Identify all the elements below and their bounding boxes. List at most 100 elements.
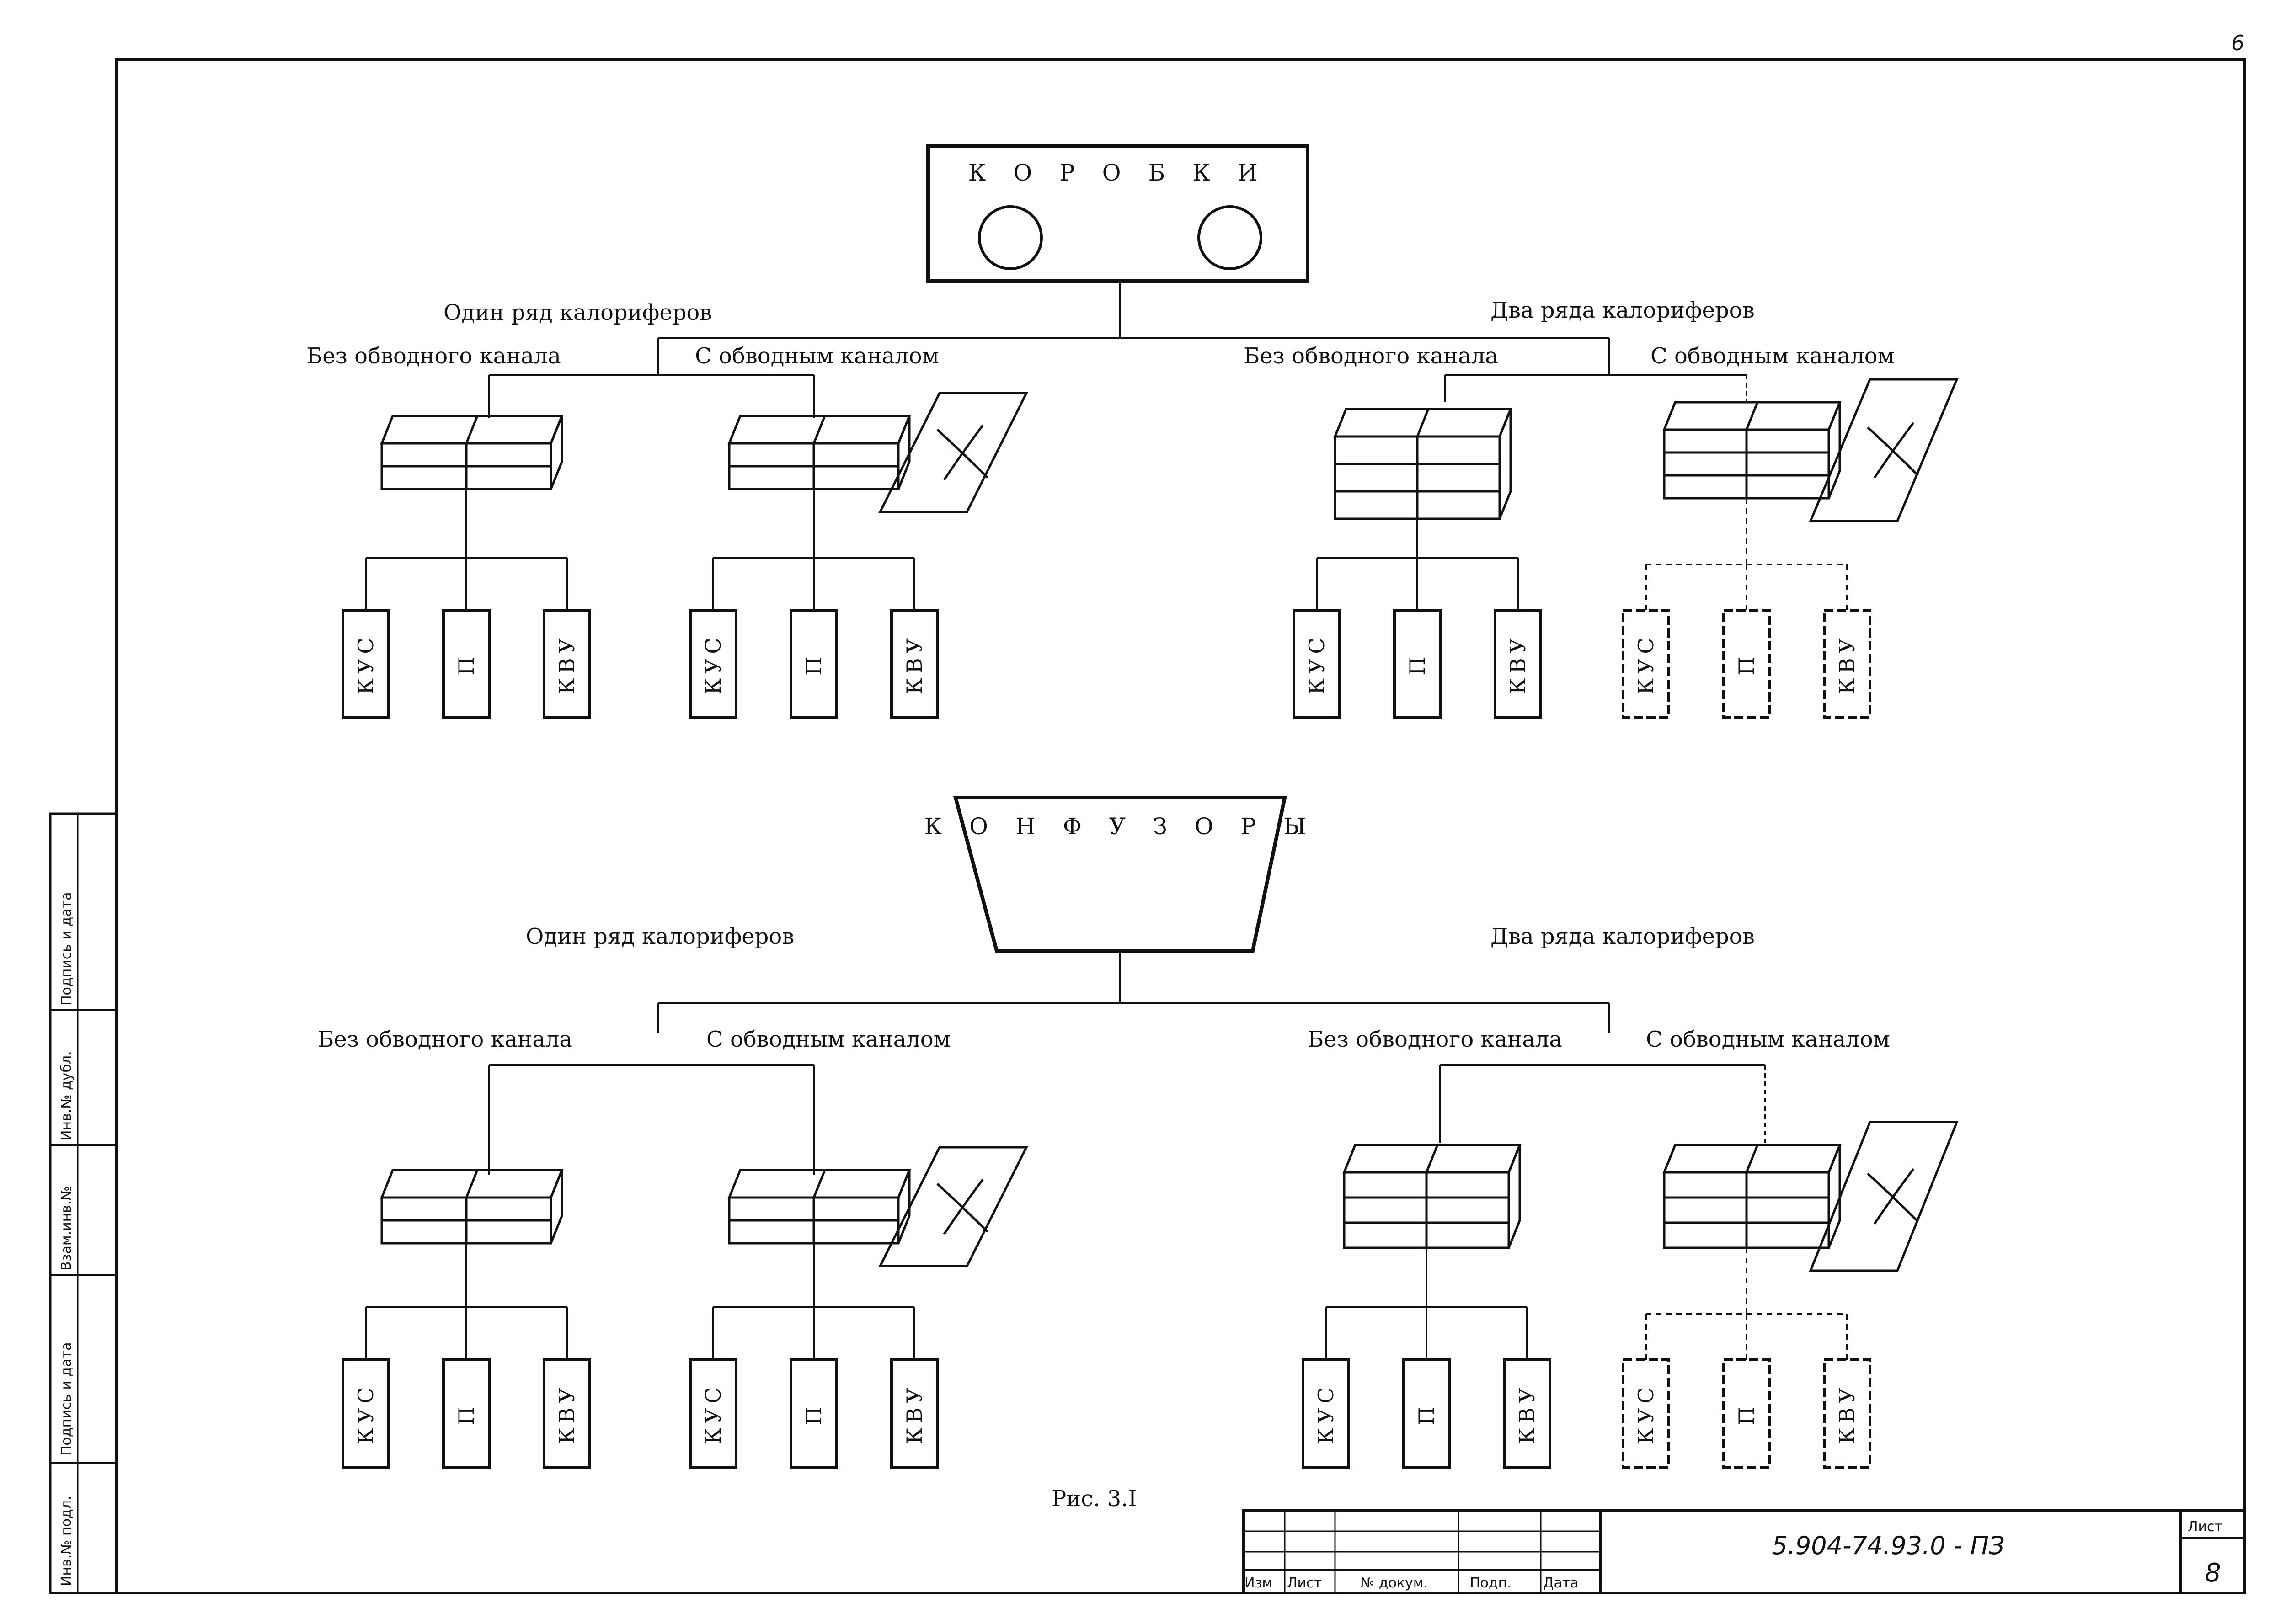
tb-col-dokum: № докум.	[1360, 1575, 1428, 1591]
korobki-variant-label-2: С обводным каналом	[695, 343, 939, 369]
figure-caption: Рис. 3.I	[1052, 1486, 1137, 1512]
leaf-box-p	[790, 609, 838, 719]
heater-top-divider	[465, 1170, 479, 1198]
leaf-label-kvu: КВУ	[555, 1383, 579, 1444]
leaf-box-kvu	[543, 609, 591, 719]
leaf-label-p: П	[1405, 652, 1430, 675]
korobki-circle-right	[1197, 205, 1262, 270]
bypass-channel	[1809, 1121, 1959, 1272]
leaf-label-p: П	[1734, 1402, 1759, 1425]
heater-top-divider	[1745, 1145, 1759, 1173]
leaf-label-kvu: КВУ	[555, 634, 579, 694]
bypass-channel	[878, 392, 1029, 513]
leaf-label-p: П	[801, 1402, 826, 1425]
leaf-label-kus: КУС	[1304, 633, 1329, 694]
bypass-channel	[878, 1146, 1029, 1267]
konfuzory-group: К О Н Ф У З О Р Ы Один ряд калориферов Д…	[318, 796, 1890, 1175]
leaf-box-kus	[1302, 1358, 1350, 1469]
tb-sheet-number: 8	[2205, 1558, 2221, 1588]
korobki-variant-label-4: С обводным каналом	[1650, 343, 1895, 369]
konfuzory-header-box	[953, 796, 1287, 953]
stamp-vzam-inv: Взам.инв.№	[59, 1186, 75, 1271]
heater-top-divider	[1745, 402, 1759, 430]
korobki-header-box	[926, 144, 1309, 283]
stamp-inv-dubl: Инв.№ дубл.	[59, 1051, 75, 1140]
leaf-label-p: П	[454, 1402, 479, 1425]
korobki-group: К О Р О Б К И Один ряд калориферов Два р…	[306, 144, 1895, 418]
leaf-label-kus: КУС	[353, 633, 378, 694]
damper-arc-2	[1873, 422, 1915, 479]
damper-arc-2	[1873, 1168, 1915, 1225]
heater-top-divider	[1425, 1145, 1439, 1173]
tb-col-list: Лист	[1287, 1575, 1322, 1591]
leaf-box-kus	[342, 609, 390, 719]
heater-unit-3: КУС П КВУ	[1622, 378, 1959, 719]
leaf-label-kvu: КВУ	[1835, 1383, 1859, 1444]
leaf-label-kus: КУС	[1634, 633, 1658, 694]
leaf-label-kvu: КВУ	[902, 634, 927, 694]
leaf-label-kus: КУС	[1634, 1383, 1658, 1444]
title-block: Изм Лист № докум. Подп. Дата 5.904-74.93…	[1242, 1509, 2246, 1594]
leaf-box-kus	[342, 1358, 390, 1469]
heater-unit-7: КУС П КВУ	[1622, 1121, 1959, 1469]
bypass-channel	[1809, 378, 1959, 522]
leaf-label-kus: КУС	[353, 1383, 378, 1444]
leaf-box-kvu	[543, 1358, 591, 1469]
stamp-podpis-2: Подпись и дата	[59, 892, 75, 1006]
side-stamp: Инв.№ подл. Подпись и дата Взам.инв.№ Ин…	[49, 812, 118, 1594]
konfuzory-variant-label-1: Без обводного канала	[318, 1027, 572, 1052]
leaf-box-kus	[689, 1358, 737, 1469]
leaf-box-kvu	[1494, 609, 1542, 719]
heater-top-divider	[1416, 409, 1430, 437]
leaf-box-p	[1393, 609, 1442, 719]
heater-side-face	[1507, 1145, 1521, 1248]
tb-sheet-label: Лист	[2188, 1519, 2222, 1535]
heater-side-face	[1827, 402, 1841, 499]
leaf-box-kvu	[890, 1358, 939, 1469]
leaf-label-kvu: КВУ	[1835, 634, 1859, 694]
heater-side-face	[550, 415, 563, 490]
damper-arc-2	[943, 424, 984, 481]
leaf-box-p	[1402, 1358, 1451, 1469]
heater-top-divider	[465, 415, 479, 444]
konfuzory-variant-label-3: Без обводного канала	[1308, 1027, 1562, 1052]
korobki-title: К О Р О Б К И	[968, 160, 1268, 186]
leaf-label-kvu: КВУ	[902, 1383, 927, 1444]
page-number: 6	[2231, 31, 2244, 55]
leaf-label-kus: КУС	[701, 1383, 726, 1444]
tb-doc-code: 5.904-74.93.0 - ПЗ	[1772, 1531, 2004, 1560]
konfuzory-left-group-label: Один ряд калориферов	[526, 924, 794, 949]
stamp-podpis-1: Подпись и дата	[59, 1342, 75, 1456]
leaf-box-p	[442, 1358, 491, 1469]
heater-top-divider	[812, 415, 826, 444]
heater-side-face	[897, 1170, 911, 1244]
heater-top-divider	[812, 1170, 826, 1198]
tb-col-data: Дата	[1543, 1575, 1579, 1591]
konfuzory-title: К О Н Ф У З О Р Ы	[924, 813, 1316, 840]
korobki-variant-label-3: Без обводного канала	[1244, 343, 1498, 369]
leaf-label-kvu: КВУ	[1515, 1383, 1539, 1444]
heater-unit-0: КУС П КВУ	[342, 415, 591, 719]
heater-side-face	[550, 1170, 563, 1244]
damper-arc-2	[943, 1178, 984, 1235]
leaf-box-kus	[689, 609, 737, 719]
tb-col-podp: Подп.	[1470, 1575, 1512, 1591]
leaf-label-p: П	[1414, 1402, 1439, 1425]
leaf-label-p: П	[1734, 652, 1759, 675]
stamp-inv-podl: Инв.№ подл.	[59, 1496, 75, 1586]
konfuzory-variant-label-2: С обводным каналом	[706, 1027, 951, 1052]
leaf-label-p: П	[454, 652, 479, 675]
heater-unit-4: КУС П КВУ	[342, 1169, 591, 1469]
leaf-box-p	[790, 1358, 838, 1469]
tb-col-izm: Изм	[1244, 1575, 1272, 1591]
leaf-box-kvu	[1503, 1358, 1551, 1469]
leaf-box-kvu	[890, 609, 939, 719]
heater-side-face	[1827, 1145, 1841, 1248]
korobki-right-group-label: Два ряда калориферов	[1490, 298, 1755, 323]
heater-unit-2: КУС П КВУ	[1293, 408, 1542, 719]
heater-side-face	[1498, 409, 1512, 519]
korobki-left-group-label: Один ряд калориферов	[443, 300, 712, 325]
leaf-label-kvu: КВУ	[1506, 634, 1530, 694]
